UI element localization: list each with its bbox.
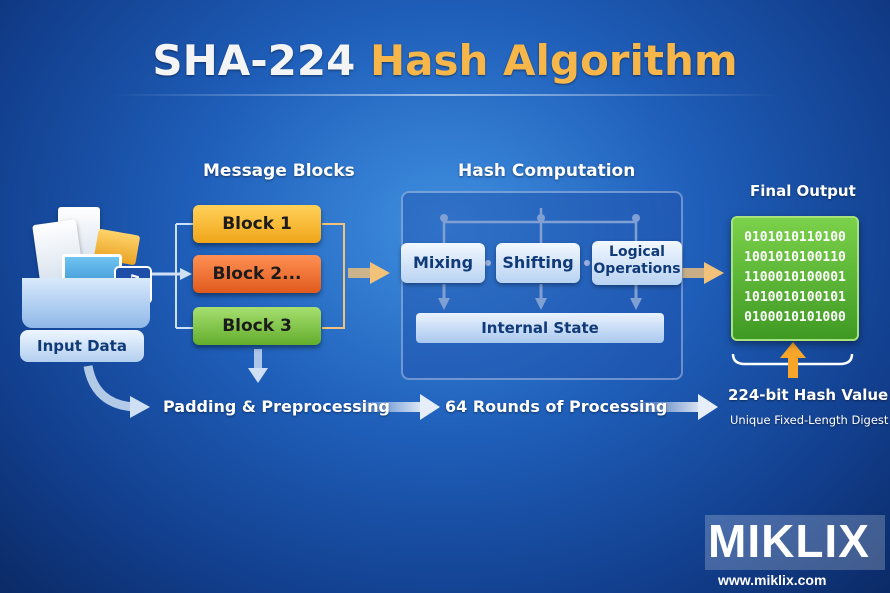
final-output-heading: Final Output (750, 182, 856, 200)
title-underline (110, 94, 780, 96)
binary-line: 1001010100110 (744, 250, 846, 265)
blocks-to-hash-arrow (370, 262, 390, 284)
title-part1: SHA-224 (152, 36, 356, 85)
block-2: Block 2... (193, 255, 321, 293)
blocks-right-bracket (322, 223, 345, 329)
block-1: Block 1 (193, 205, 321, 243)
flow-rounds-label: 64 Rounds of Processing (445, 397, 668, 416)
op-mixing: Mixing (401, 243, 485, 283)
op-shifting: Shifting (496, 243, 580, 283)
binary-line: 0100010101000 (744, 310, 846, 325)
inbox-tray-icon (22, 278, 150, 328)
op-logical-operations: Logical Operations (592, 241, 682, 285)
title-part2: Hash Algorithm (369, 36, 738, 85)
blocks-left-bracket (175, 223, 193, 329)
binary-output-screen: 0101010110100 1001010100110 110001010000… (731, 216, 859, 341)
message-blocks-heading: Message Blocks (203, 161, 355, 181)
hash-to-output-arrow (704, 262, 724, 284)
input-flow-arrow (130, 396, 150, 418)
flow-arrow-1 (420, 394, 440, 420)
input-to-blocks-arrow (180, 268, 192, 280)
output-up-arrow (780, 342, 806, 358)
flow-padding-label: Padding & Preprocessing (163, 397, 390, 416)
hash-computation-panel (401, 191, 683, 380)
internal-state-bar: Internal State (416, 313, 664, 343)
hash-value-subtitle: Unique Fixed-Length Digest (730, 413, 889, 427)
watermark-url: www.miklix.com (718, 572, 827, 588)
hash-computation-heading: Hash Computation (458, 161, 636, 181)
binary-line: 1100010100001 (744, 270, 846, 285)
page-title: SHA-224 Hash Algorithm (0, 36, 890, 85)
flow-arrow-2 (698, 394, 718, 420)
op-logical-line2: Operations (593, 261, 681, 277)
watermark-logo: MIKLIX (708, 515, 870, 567)
hash-value-label: 224-bit Hash Value (728, 386, 889, 404)
blocks-down-arrow (248, 368, 268, 383)
watermark-background (705, 515, 885, 570)
op-logical-line1: Logical (609, 244, 665, 260)
binary-line: 1010010100101 (744, 290, 846, 305)
input-data-label: Input Data (20, 330, 144, 362)
binary-line: 0101010110100 (744, 230, 846, 245)
block-3: Block 3 (193, 307, 321, 345)
